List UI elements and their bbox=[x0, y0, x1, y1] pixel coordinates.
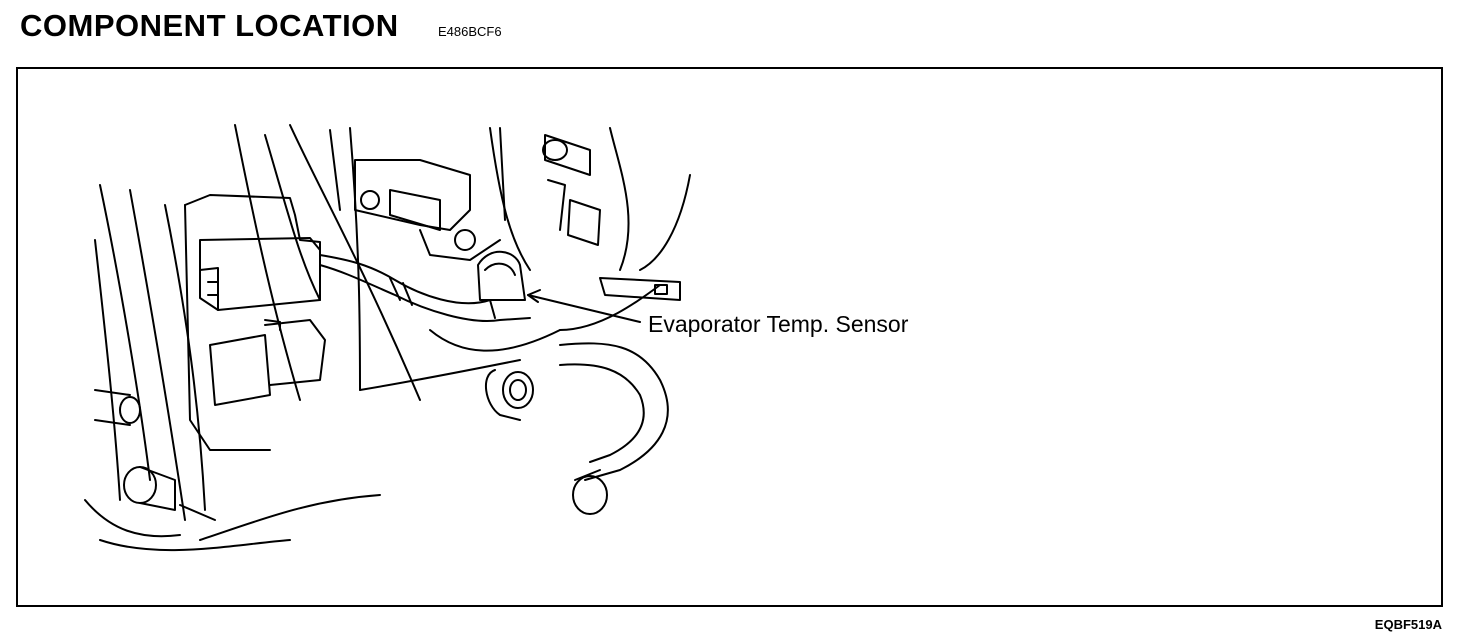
drain-hose bbox=[559, 342, 669, 515]
evaporator-temp-sensor bbox=[477, 250, 526, 319]
page-title: COMPONENT LOCATION bbox=[20, 8, 399, 43]
diagram-frame bbox=[16, 67, 1443, 607]
housing-lines bbox=[84, 124, 691, 552]
section-code: E486BCF6 bbox=[438, 24, 502, 39]
wiring-harness bbox=[319, 254, 531, 322]
housing-blocks bbox=[354, 134, 681, 301]
figure-code: EQBF519A bbox=[1374, 617, 1442, 632]
bolt-boss bbox=[484, 369, 534, 421]
callout-label: Evaporator Temp. Sensor bbox=[648, 311, 909, 337]
connector-bracket bbox=[184, 194, 326, 451]
callout-leader bbox=[527, 289, 641, 323]
lower-fittings bbox=[94, 389, 216, 521]
